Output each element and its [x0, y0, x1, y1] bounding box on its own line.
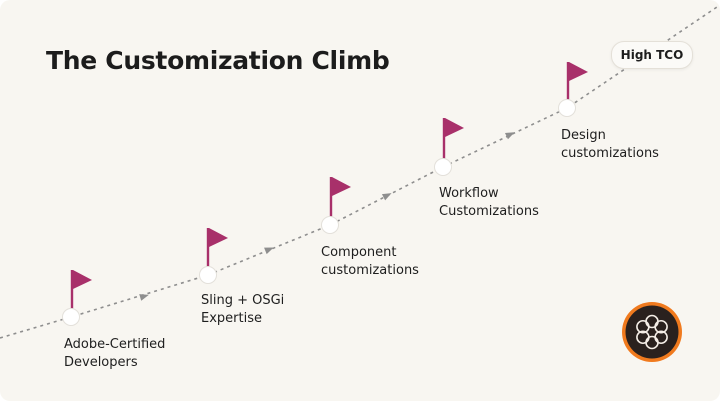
milestone-5	[558, 62, 588, 117]
step-label-line: customizations	[561, 146, 659, 161]
step-label-line: customizations	[321, 263, 419, 278]
flag-icon	[332, 177, 351, 196]
milestone-1	[62, 270, 92, 326]
flag-icon	[73, 270, 92, 289]
step-label-4: Workflow Customizations	[439, 185, 539, 221]
flag-icon	[209, 228, 228, 247]
step-label-line: Developers	[64, 355, 138, 370]
arrow-icon	[264, 247, 274, 255]
high-tco-badge: High TCO	[611, 41, 693, 69]
step-label-line: Expertise	[201, 311, 262, 326]
step-label-line: Customizations	[439, 204, 539, 219]
milestone-4	[434, 118, 464, 176]
flag-icon	[445, 118, 464, 137]
step-label-line: Adobe-Certified	[64, 337, 166, 352]
step-label-line: Workflow	[439, 186, 499, 201]
step-label-line: Component	[321, 245, 397, 260]
flag-icon	[569, 62, 588, 81]
slide-title: The Customization Climb	[46, 46, 390, 75]
step-label-2: Sling + OSGi Expertise	[201, 292, 284, 328]
step-label-line: Design	[561, 128, 606, 143]
arrow-icon	[381, 193, 392, 201]
step-label-5: Design customizations	[561, 127, 659, 163]
arrow-icon	[139, 294, 149, 301]
milestone-3	[321, 177, 351, 234]
arrow-icon	[504, 132, 515, 140]
step-label-1: Adobe-Certified Developers	[64, 336, 165, 372]
milestone-2	[199, 228, 228, 284]
step-label-3: Component customizations	[321, 244, 419, 280]
step-label-line: Sling + OSGi	[201, 293, 285, 308]
adobe-experience-manager-logo	[622, 302, 682, 362]
